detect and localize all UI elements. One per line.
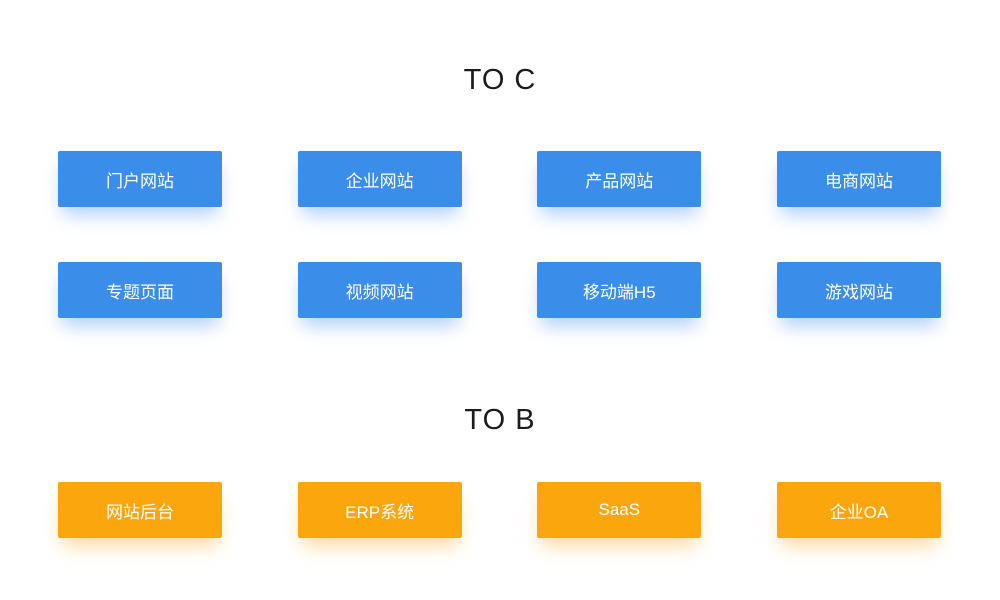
enterprise-oa-button[interactable]: 企业OA xyxy=(776,482,941,538)
toc-row-1: 门户网站 企业网站 产品网站 电商网站 xyxy=(58,151,941,207)
ecommerce-website-button[interactable]: 电商网站 xyxy=(776,151,941,207)
saas-button[interactable]: SaaS xyxy=(537,482,702,538)
toc-row-2: 专题页面 视频网站 移动端H5 游戏网站 xyxy=(58,262,941,318)
video-website-button[interactable]: 视频网站 xyxy=(297,262,462,318)
portal-website-button[interactable]: 门户网站 xyxy=(58,151,222,207)
tob-row-1: 网站后台 ERP系统 SaaS 企业OA xyxy=(58,482,941,538)
topic-page-button[interactable]: 专题页面 xyxy=(58,262,222,318)
company-website-button[interactable]: 企业网站 xyxy=(297,151,462,207)
mobile-h5-button[interactable]: 移动端H5 xyxy=(537,262,702,318)
website-backend-button[interactable]: 网站后台 xyxy=(58,482,222,538)
erp-system-button[interactable]: ERP系统 xyxy=(297,482,462,538)
section-title-to-c: TO C xyxy=(463,64,537,96)
product-website-button[interactable]: 产品网站 xyxy=(537,151,702,207)
game-website-button[interactable]: 游戏网站 xyxy=(776,262,941,318)
section-title-to-b: TO B xyxy=(464,404,536,436)
